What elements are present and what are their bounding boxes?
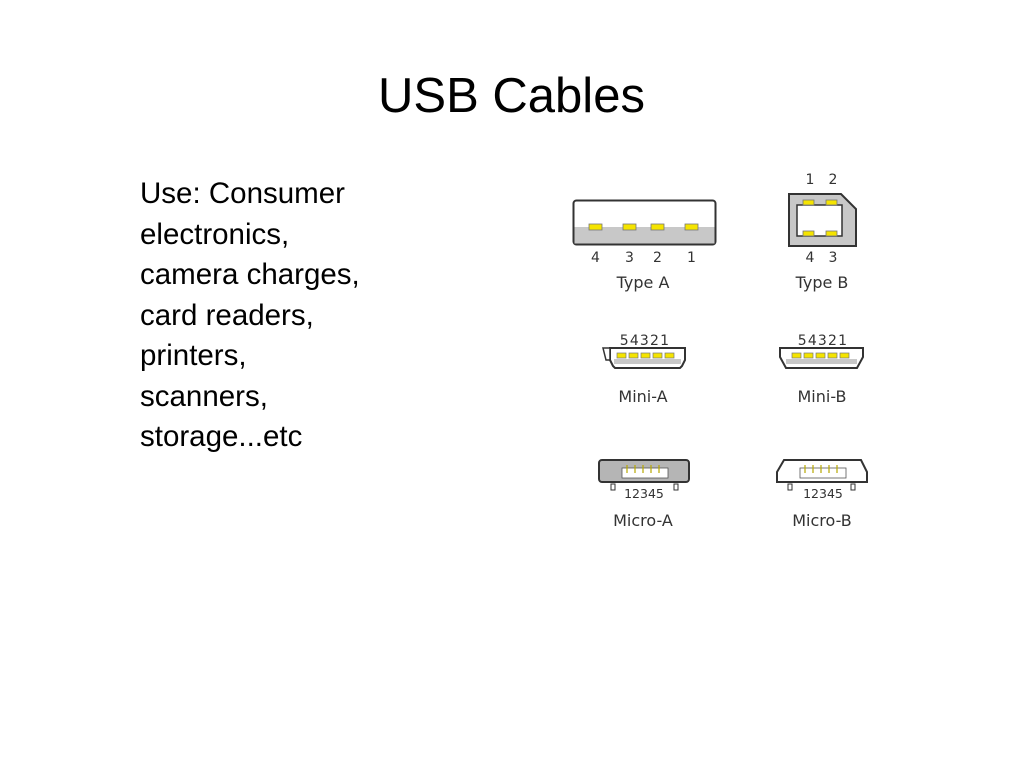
usb-connector-diagram: 4 3 2 1 Type A 1 2 4 3 Type B 54321 <box>572 172 868 530</box>
body-line: card readers, <box>140 298 314 332</box>
pin-label: 54321 <box>620 333 671 349</box>
mini-b-pins <box>791 352 850 359</box>
connector-label: Type B <box>795 273 849 292</box>
mini-a-pins <box>616 352 675 359</box>
micro-b-pins <box>804 465 838 473</box>
mini-b-connector: 54321 Mini-B <box>779 333 864 406</box>
body-line: camera charges, <box>140 258 360 291</box>
pin-label: 2 <box>829 172 838 188</box>
connector-label: Mini-A <box>618 387 667 406</box>
connector-label: Micro-B <box>792 511 852 530</box>
body-line: storage...etc <box>140 420 303 453</box>
body-line: printers, <box>140 339 247 372</box>
body-line: electronics, <box>140 217 290 251</box>
type-a-connector: 4 3 2 1 Type A <box>572 199 717 292</box>
connector-label: Mini-B <box>797 387 846 406</box>
body-line: scanners, <box>140 379 268 413</box>
pin-label: 12345 <box>803 486 843 501</box>
body-line: Use: Consumer <box>140 177 345 210</box>
mini-a-connector: 54321 Mini-A <box>602 333 686 406</box>
connector-label: Micro-A <box>613 511 673 530</box>
type-a-pins <box>588 223 699 231</box>
pin-label: 2 <box>653 250 662 266</box>
pin-label: 54321 <box>798 333 849 349</box>
pin-label: 1 <box>687 250 696 266</box>
pin-label: 3 <box>625 250 634 266</box>
micro-a-connector: 12345 Micro-A <box>598 459 690 530</box>
pin-label: 3 <box>829 250 838 266</box>
pin-label: 4 <box>806 250 815 266</box>
type-b-pins <box>802 199 838 237</box>
pin-label: 12345 <box>624 486 664 501</box>
type-b-connector: 1 2 4 3 Type B <box>788 172 857 292</box>
micro-a-pins <box>626 465 660 473</box>
pin-label: 4 <box>591 250 600 266</box>
pin-label: 1 <box>806 172 815 188</box>
connector-label: Type A <box>616 273 670 292</box>
micro-b-connector: 12345 Micro-B <box>776 459 868 530</box>
slide-title: USB Cables <box>378 69 645 123</box>
body-text: Use: Consumer electronics, camera charge… <box>140 174 440 458</box>
